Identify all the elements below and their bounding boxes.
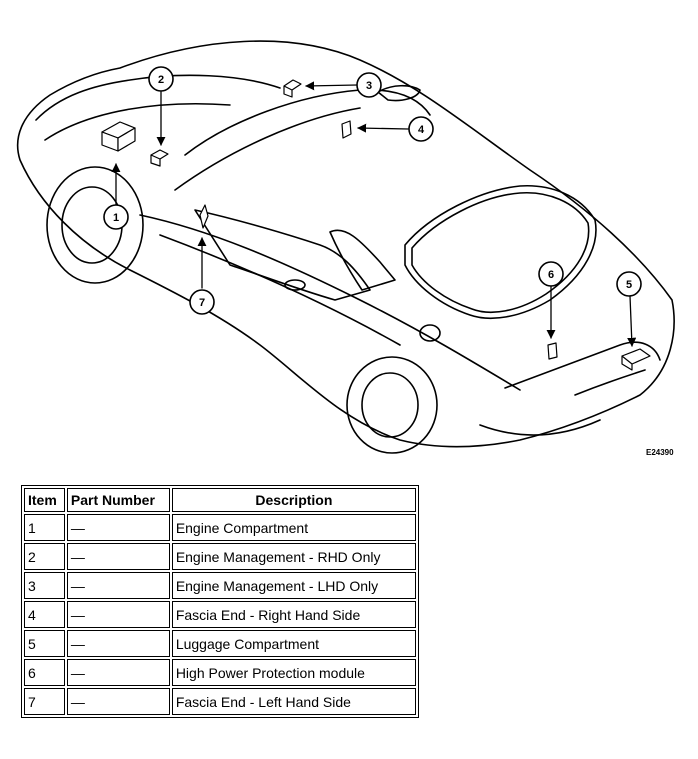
component-boxes — [101, 79, 651, 371]
table-row: 2 — Engine Management - RHD Only — [24, 543, 416, 570]
cell-description: Luggage Compartment — [171, 630, 416, 657]
cell-item: 5 — [24, 630, 65, 657]
table-row: 1 — Engine Compartment — [24, 514, 416, 541]
callout-1: 1 — [103, 204, 129, 230]
cell-description: Engine Management - LHD Only — [171, 572, 416, 599]
callout-5: 5 — [616, 271, 642, 297]
cell-description: Fascia End - Right Hand Side — [171, 601, 416, 628]
svg-text:6: 6 — [548, 269, 554, 281]
cell-item: 7 — [24, 688, 65, 715]
table-row: 6 — High Power Protection module — [24, 659, 416, 686]
cell-item: 6 — [24, 659, 65, 686]
callout-3: 3 — [356, 72, 382, 98]
cell-item: 4 — [24, 601, 65, 628]
cell-description: Engine Compartment — [171, 514, 416, 541]
cell-item: 3 — [24, 572, 65, 599]
cell-description: Fascia End - Left Hand Side — [171, 688, 416, 715]
car-outline — [16, 40, 675, 454]
figure-reference-code: E24390 — [646, 448, 674, 457]
table-row: 4 — Fascia End - Right Hand Side — [24, 601, 416, 628]
callout-2: 2 — [148, 66, 174, 92]
cell-part-number: — — [66, 601, 170, 628]
cell-part-number: — — [66, 572, 170, 599]
callout-4: 4 — [408, 116, 434, 142]
car-diagram: 1 2 3 4 5 6 7 — [16, 40, 675, 454]
cell-part-number: — — [66, 688, 170, 715]
cell-part-number: — — [66, 514, 170, 541]
header-item: Item — [24, 488, 65, 512]
cell-item: 1 — [24, 514, 65, 541]
svg-text:4: 4 — [418, 124, 425, 136]
header-part-number: Part Number — [66, 488, 170, 512]
cell-item: 2 — [24, 543, 65, 570]
header-description: Description — [171, 488, 416, 512]
callout-7: 7 — [189, 289, 215, 315]
table-header-row: Item Part Number Description — [24, 488, 416, 512]
cell-description: High Power Protection module — [171, 659, 416, 686]
svg-text:7: 7 — [199, 297, 205, 309]
callout-6: 6 — [538, 261, 564, 287]
svg-text:3: 3 — [366, 80, 372, 92]
svg-text:1: 1 — [113, 212, 119, 224]
svg-text:2: 2 — [158, 74, 164, 86]
svg-text:5: 5 — [626, 279, 632, 291]
table-row: 7 — Fascia End - Left Hand Side — [24, 688, 416, 715]
cell-part-number: — — [66, 659, 170, 686]
cell-part-number: — — [66, 630, 170, 657]
cell-description: Engine Management - RHD Only — [171, 543, 416, 570]
parts-table: Item Part Number Description 1 — Engine … — [21, 485, 419, 718]
table-row: 3 — Engine Management - LHD Only — [24, 572, 416, 599]
table-row: 5 — Luggage Compartment — [24, 630, 416, 657]
leader-lines — [111, 81, 637, 347]
cell-part-number: — — [66, 543, 170, 570]
